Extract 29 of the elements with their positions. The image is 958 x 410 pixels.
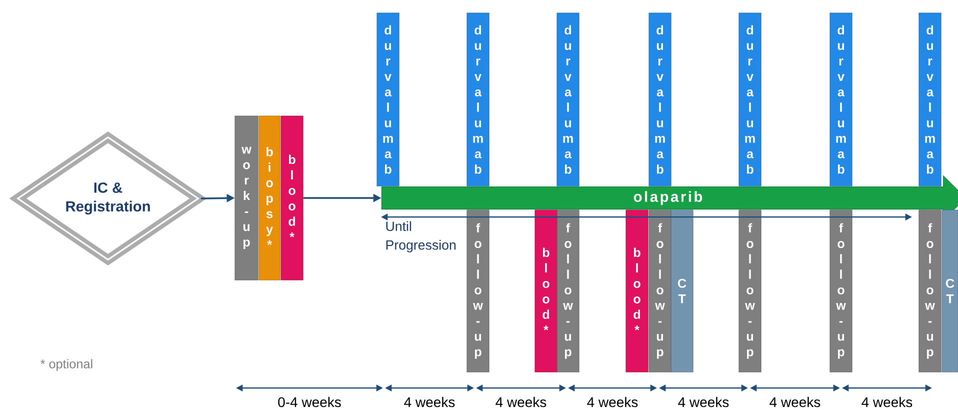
drug-bar: durvalumab bbox=[376, 12, 400, 186]
duration-label: 0-4 weeks bbox=[278, 396, 341, 408]
blood-sample-bar: blood* bbox=[280, 116, 304, 280]
duration-label: 4 weeks bbox=[587, 396, 638, 408]
drug-bar: durvalumab bbox=[738, 12, 762, 186]
drug-bar: durvalumab bbox=[466, 12, 490, 186]
step-bar: work-up bbox=[234, 116, 258, 280]
duration-label: 4 weeks bbox=[404, 396, 455, 408]
duration-label: 4 weeks bbox=[770, 396, 820, 408]
footnote: * optional bbox=[40, 359, 92, 371]
drug-bar: durvalumab bbox=[556, 12, 580, 186]
step-bar: follow-up bbox=[738, 210, 762, 372]
scan-bar: CT bbox=[942, 210, 958, 372]
step-bar: follow-up bbox=[556, 210, 580, 372]
duration-label: 4 weeks bbox=[862, 396, 912, 408]
drug-bar: durvalumab bbox=[830, 12, 852, 186]
duration-label: 4 weeks bbox=[678, 396, 729, 408]
step-bar: biopsy* bbox=[258, 116, 280, 280]
duration-label: 4 weeks bbox=[496, 396, 546, 408]
blood-sample-bar: blood* bbox=[534, 210, 558, 372]
step-bar: follow-up bbox=[918, 210, 942, 372]
drug-bar: durvalumab bbox=[648, 12, 672, 186]
scan-bar: CT bbox=[670, 210, 694, 372]
step-bar: follow-up bbox=[466, 210, 490, 372]
step-bar: follow-up bbox=[648, 210, 672, 372]
step-bar: follow-up bbox=[830, 210, 852, 372]
drug-bar: durvalumab bbox=[918, 12, 942, 186]
duration-label: Until Progression bbox=[386, 221, 456, 252]
blood-sample-bar: blood* bbox=[626, 210, 648, 372]
